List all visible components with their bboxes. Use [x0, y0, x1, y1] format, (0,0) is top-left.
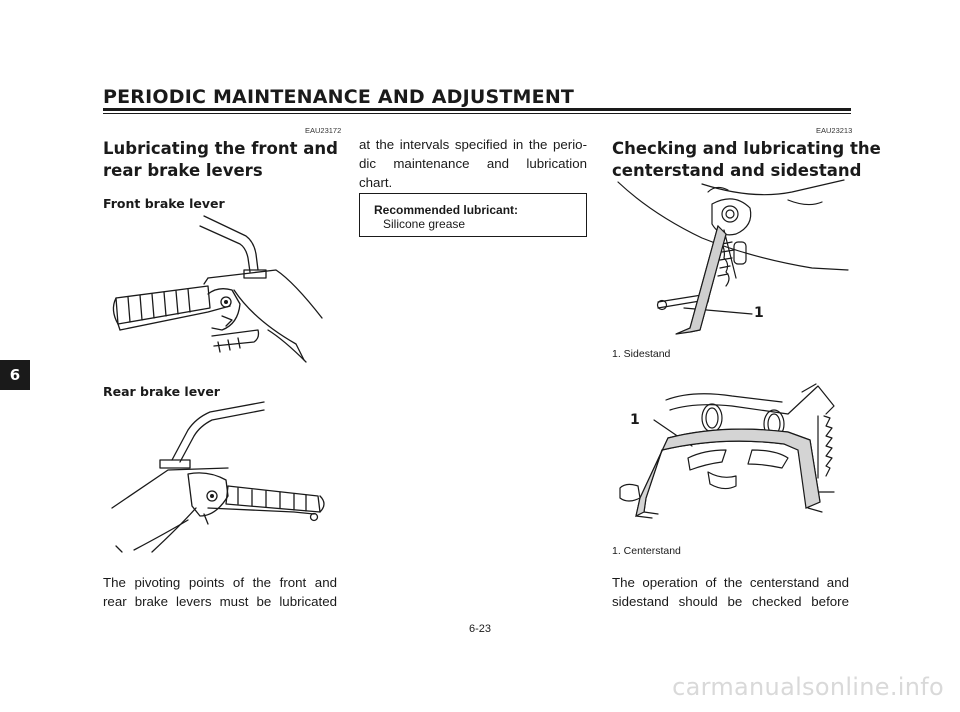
section-title-brake-levers: Lubricating the front and rear brake lev…: [103, 138, 338, 182]
text-line: at the intervals specified in the perio-: [359, 137, 587, 152]
rear-brake-lever-heading: Rear brake lever: [103, 384, 220, 399]
watermark: carmanualsonline.info: [672, 673, 944, 701]
lubricant-value: Silicone grease: [383, 217, 466, 231]
text-line: rear brake levers must be lubricated: [103, 594, 337, 609]
recommended-lubricant-box: Recommended lubricant: Silicone grease: [359, 193, 587, 237]
section-title-stands: Checking and lubricating the centerstand…: [612, 138, 881, 182]
rear-brake-lever-illustration: [111, 401, 325, 553]
interval-paragraph: at the intervals specified in the perio-…: [359, 135, 587, 192]
sidestand-callout: 1: [754, 305, 764, 321]
brake-lever-paragraph: The pivoting points of the front and rea…: [103, 573, 337, 611]
title-line: rear brake levers: [103, 161, 263, 180]
centerstand-caption: 1. Centerstand: [612, 545, 681, 557]
chapter-tab: 6: [0, 360, 30, 390]
text-line: The operation of the centerstand and: [612, 575, 849, 590]
lubricant-label: Recommended lubricant:: [374, 203, 519, 217]
title-line: Lubricating the front and: [103, 139, 338, 158]
section-code-right: EAU23213: [816, 126, 853, 135]
text-line: The pivoting points of the front and: [103, 575, 337, 590]
text-line: dic maintenance and lubrication: [359, 156, 587, 171]
centerstand-callout: 1: [630, 412, 640, 428]
front-brake-lever-illustration: [112, 215, 323, 363]
title-line: centerstand and sidestand: [612, 161, 862, 180]
front-brake-lever-heading: Front brake lever: [103, 196, 225, 211]
header-rule-thin: [103, 113, 851, 114]
text-line: sidestand should be checked before: [612, 594, 849, 609]
stand-check-paragraph: The operation of the centerstand and sid…: [612, 573, 849, 611]
sidestand-caption: 1. Sidestand: [612, 348, 671, 360]
sidestand-illustration: [617, 179, 849, 335]
text-line: chart.: [359, 175, 393, 190]
page-number: 6-23: [468, 623, 492, 635]
section-code-left: EAU23172: [305, 126, 342, 135]
centerstand-illustration: [619, 383, 835, 519]
header-rule: [103, 108, 851, 111]
title-line: Checking and lubricating the: [612, 139, 881, 158]
page-header-title: PERIODIC MAINTENANCE AND ADJUSTMENT: [103, 86, 575, 108]
